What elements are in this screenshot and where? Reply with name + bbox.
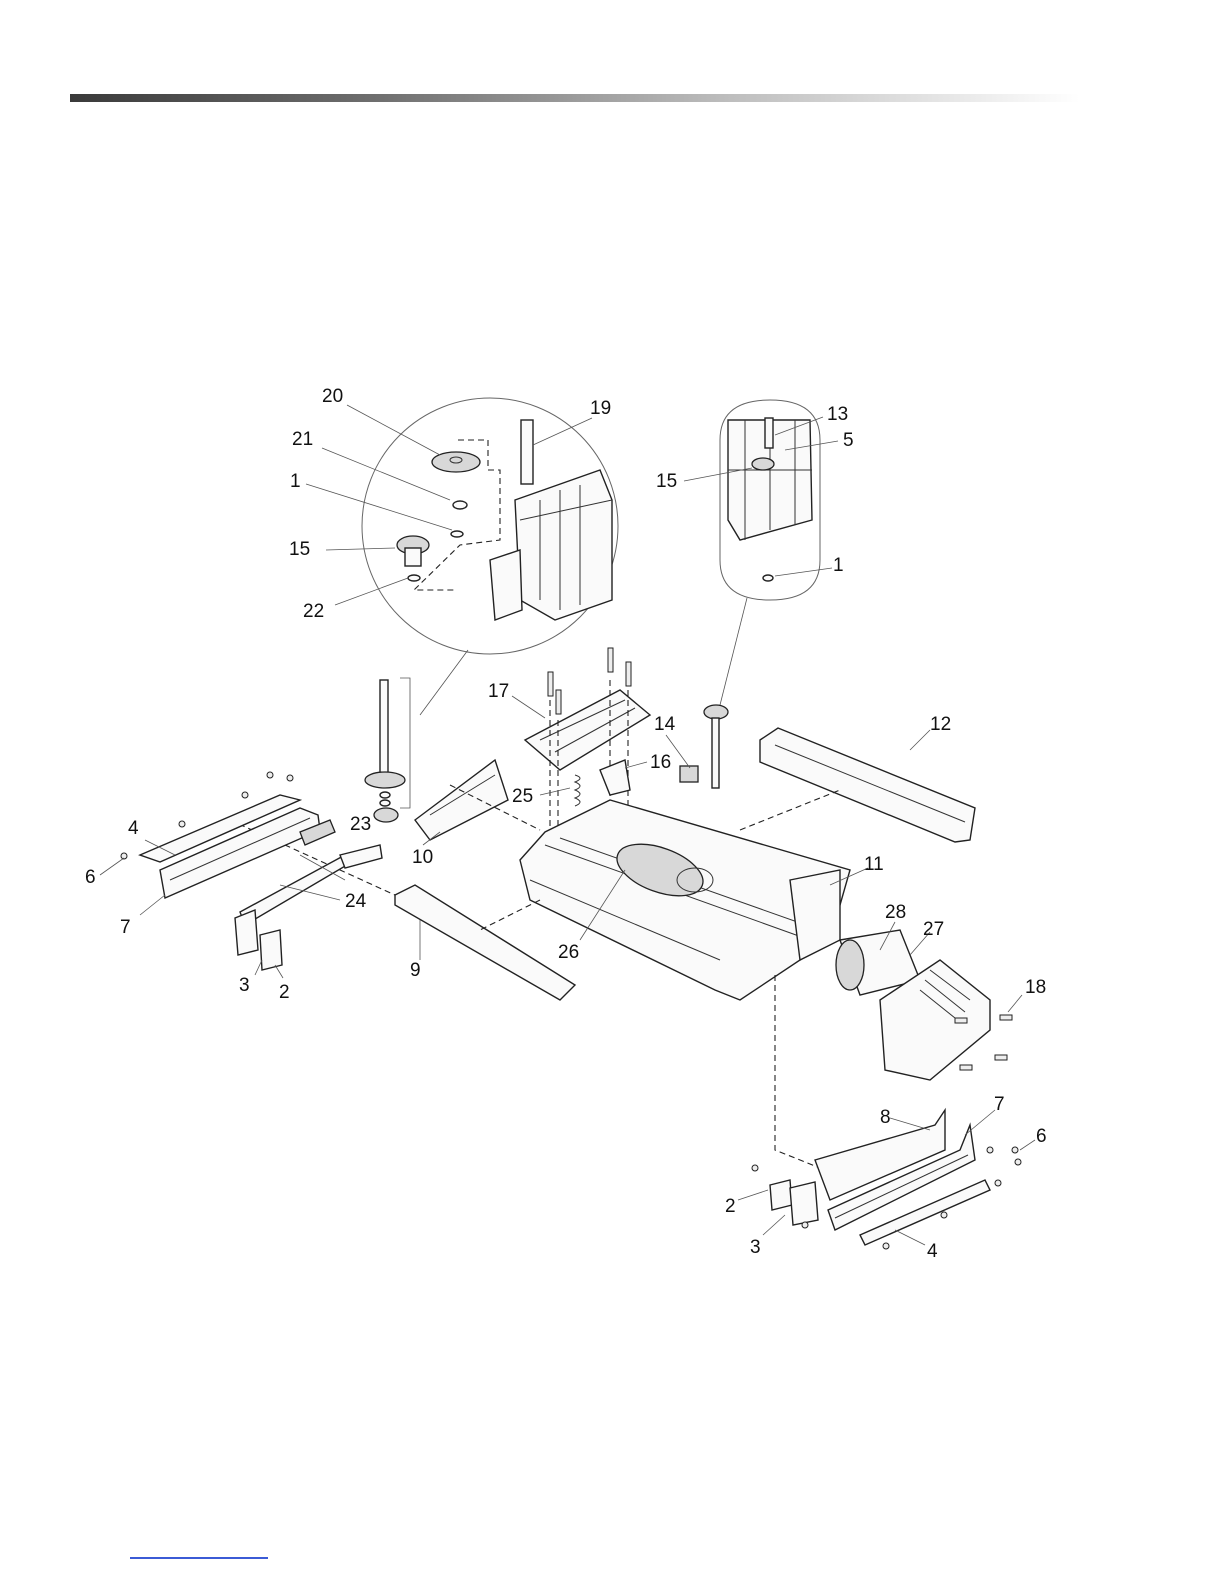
callout-28: 28	[885, 902, 906, 923]
callout-27: 27	[923, 919, 944, 940]
callout-7-right: 7	[994, 1094, 1005, 1115]
callout-24: 24	[345, 891, 367, 912]
callout-4-left: 4	[128, 818, 139, 839]
motor-assembly	[836, 930, 1012, 1080]
callout-15-capsule: 15	[656, 471, 677, 492]
callout-26: 26	[558, 942, 579, 963]
callout-6-left: 6	[85, 867, 96, 888]
callout-12: 12	[930, 714, 951, 735]
callout-25: 25	[512, 786, 533, 807]
callout-1-detail: 1	[290, 471, 301, 492]
callout-19: 19	[590, 398, 611, 419]
callout-10: 10	[412, 847, 433, 868]
footer-link-underline[interactable]	[130, 1557, 268, 1559]
callout-7-left: 7	[120, 917, 131, 938]
callout-5: 5	[843, 430, 854, 451]
callout-14: 14	[654, 714, 676, 735]
callout-13: 13	[827, 404, 848, 425]
callout-23: 23	[350, 814, 371, 835]
callout-11: 11	[864, 854, 884, 875]
callout-18: 18	[1025, 977, 1046, 998]
callout-22: 22	[303, 601, 324, 622]
callout-16: 16	[650, 752, 671, 773]
callout-17: 17	[488, 681, 509, 702]
shaft-stack	[365, 678, 410, 822]
callout-15-detail: 15	[289, 539, 310, 560]
callout-3-right: 3	[750, 1237, 761, 1258]
callout-21: 21	[292, 429, 313, 450]
callout-8: 8	[880, 1107, 891, 1128]
callout-1-capsule: 1	[833, 555, 844, 576]
callout-2-left: 2	[279, 982, 290, 1003]
callout-20: 20	[322, 386, 343, 407]
right-rail-assembly	[752, 1110, 1021, 1249]
detail-view-right	[720, 400, 820, 600]
callout-9: 9	[410, 960, 421, 981]
callout-4-right: 4	[927, 1241, 938, 1262]
detail-view-left	[362, 398, 618, 654]
callout-2-right: 2	[725, 1196, 736, 1217]
callout-6-right: 6	[1036, 1126, 1047, 1147]
callout-3-left: 3	[239, 975, 250, 996]
